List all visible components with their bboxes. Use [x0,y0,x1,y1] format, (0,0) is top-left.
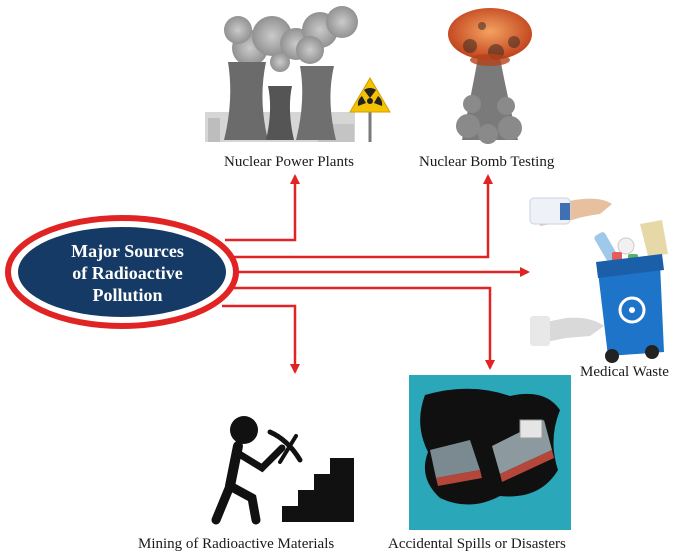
center-title: Major Sources of Radioactive Pollution [20,240,235,306]
arrow-to-bomb-testing [230,174,493,259]
label-nuclear-power-plants: Nuclear Power Plants [224,154,354,170]
label-nuclear-bomb-testing: Nuclear Bomb Testing [419,154,555,170]
label-medical-waste: Medical Waste [580,364,669,380]
label-mining: Mining of Radioactive Materials [138,536,335,552]
mushroom-cloud-icon [448,8,532,144]
connectors [222,174,530,374]
biohazard-bin-icon [529,197,668,363]
center-ellipse-fill [18,227,226,317]
arrow-to-spills [230,286,495,370]
center-title-line-2: of Radioactive [72,263,183,283]
oil-spill-ship-icon [409,375,571,530]
arrow-to-mining [222,304,300,374]
arrow-to-power-plants [225,174,300,242]
center-title-line-3: Pollution [92,285,163,305]
cooling-towers-icon [205,6,391,142]
center-title-line-1: Major Sources [71,241,184,261]
label-accidental-spills: Accidental Spills or Disasters [388,536,566,552]
center-node [5,215,239,329]
miner-with-pickaxe-icon [211,416,354,525]
